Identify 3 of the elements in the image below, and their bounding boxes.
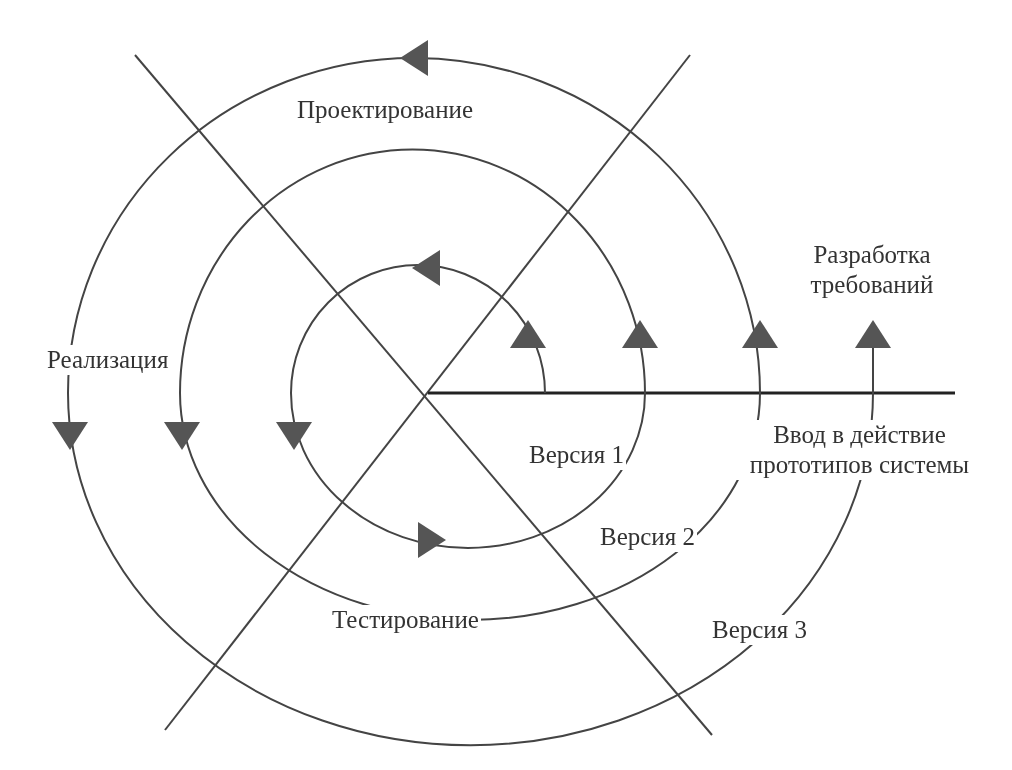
version-label: Версия 3	[710, 615, 809, 645]
stage-label: Реализация	[45, 345, 171, 375]
stage-label: Тестирование	[330, 605, 481, 635]
